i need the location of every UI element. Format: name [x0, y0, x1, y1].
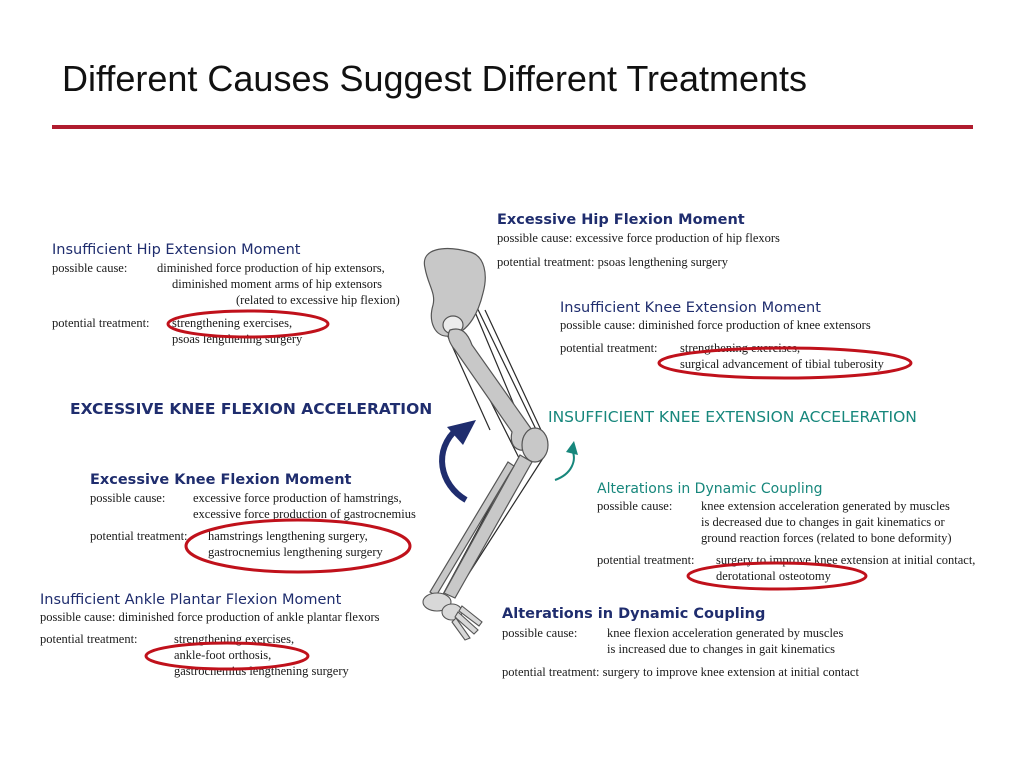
ankle-plantar-flexion-heading: Insufficient Ankle Plantar Flexion Momen… [40, 592, 342, 608]
dynamic-coupling-flexion-cause-2: is increased due to changes in gait kine… [607, 642, 836, 656]
highlight-circle-lengthening-surgery [184, 518, 412, 574]
dynamic-coupling-extension-treatment-label: potential treatment: [597, 553, 695, 567]
dynamic-coupling-extension-cause-1: knee extension acceleration generated by… [701, 499, 950, 513]
dynamic-coupling-extension-treatment-2: derotational osteotomy [716, 569, 831, 583]
knee-flexion-moment-heading: Excessive Knee Flexion Moment [90, 472, 352, 488]
knee-flexion-moment-treatment-label: potential treatment: [90, 529, 188, 543]
hip-flexion-heading: Excessive Hip Flexion Moment [497, 212, 745, 228]
highlight-circle-ankle-foot-orthosis [144, 641, 310, 671]
dynamic-coupling-extension-cause-label: possible cause: [597, 499, 673, 513]
dynamic-coupling-flexion-cause-1: knee flexion acceleration generated by m… [607, 626, 844, 640]
highlight-circle-tibial-tuberosity [657, 346, 913, 380]
knee-flexion-moment-treatment-2: gastrocnemius lengthening surgery [208, 545, 383, 559]
pelvis-bone [423, 247, 486, 337]
knee-flexion-acceleration-label: EXCESSIVE KNEE FLEXION ACCELERATION [70, 400, 433, 418]
femur-bone [447, 328, 535, 451]
knee-flexion-moment-treatment-1: hamstrings lengthening surgery, [208, 529, 368, 543]
knee-extension-moment-heading: Insufficient Knee Extension Moment [560, 300, 821, 316]
hip-extension-heading: Insufficient Hip Extension Moment [52, 242, 301, 258]
dynamic-coupling-flexion-heading: Alterations in Dynamic Coupling [502, 606, 766, 622]
dynamic-coupling-extension-heading: Alterations in Dynamic Coupling [597, 481, 823, 497]
highlight-circle-derotational-osteotomy [686, 561, 868, 591]
dynamic-coupling-flexion-treatment: potential treatment: surgery to improve … [502, 665, 859, 679]
knee-flexion-moment-cause-1: excessive force production of hamstrings… [193, 491, 402, 505]
hip-flexion-treatment: potential treatment: psoas lengthening s… [497, 255, 728, 269]
hip-extension-treatment-label: potential treatment: [52, 316, 150, 330]
dynamic-coupling-flexion-cause-label: possible cause: [502, 626, 578, 640]
dynamic-coupling-extension-cause-3: ground reaction forces (related to bone … [701, 531, 952, 545]
knee-flexion-moment-cause-label: possible cause: [90, 491, 166, 505]
foot-bones [422, 592, 483, 641]
knee-extension-acceleration-label: INSUFFICIENT KNEE EXTENSION ACCELERATION [548, 408, 917, 426]
dynamic-coupling-extension-cause-2: is decreased due to changes in gait kine… [701, 515, 945, 529]
slide-title: Different Causes Suggest Different Treat… [62, 58, 808, 99]
hip-extension-cause-3: (related to excessive hip flexion) [236, 293, 400, 307]
knee-extension-moment-cause: possible cause: diminished force product… [560, 318, 871, 332]
hip-extension-cause-label: possible cause: [52, 261, 128, 275]
ankle-plantar-flexion-treatment-label: potential treatment: [40, 632, 138, 646]
hip-extension-cause-1: diminished force production of hip exten… [157, 261, 385, 275]
knee-joint [521, 427, 549, 463]
highlight-circle-strengthening [166, 309, 330, 339]
title-divider [52, 125, 973, 129]
knee-flexion-arrow [439, 425, 468, 503]
hip-flexion-cause: possible cause: excessive force producti… [497, 231, 780, 245]
ankle-plantar-flexion-cause: possible cause: diminished force product… [40, 610, 380, 624]
tibia-bone [443, 454, 533, 599]
knee-extension-moment-treatment-2: surgical advancement of tibial tuberosit… [680, 357, 884, 371]
hip-extension-treatment-1: strengthening exercises, [172, 316, 293, 330]
ankle-plantar-flexion-treatment-2: ankle-foot orthosis, [174, 648, 272, 662]
knee-flexion-arrowhead [447, 420, 476, 445]
knee-extension-arrowhead [566, 441, 578, 455]
knee-flexion-moment-cause-2: excessive force production of gastrocnem… [193, 507, 416, 521]
knee-extension-moment-treatment-label: potential treatment: [560, 341, 658, 355]
hip-extension-cause-2: diminished moment arms of hip extensors [172, 277, 383, 291]
